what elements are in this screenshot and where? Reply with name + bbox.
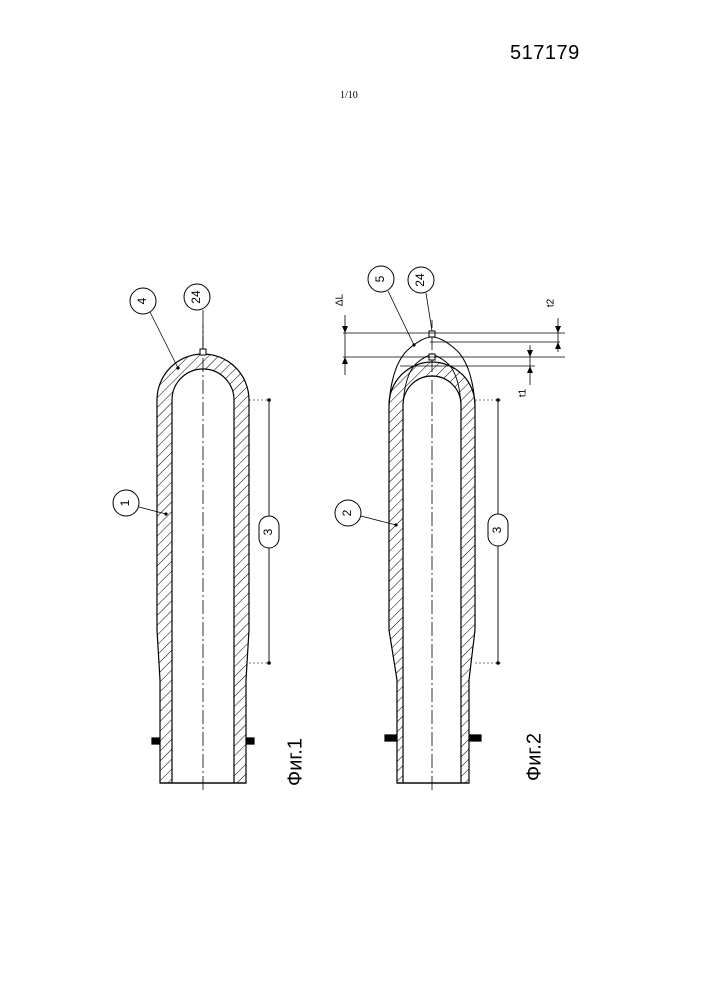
ref-label-24-fig2: 24 (413, 273, 427, 287)
ref-label-2: 2 (340, 509, 354, 516)
ref-label-3-fig2: 3 (490, 526, 504, 533)
ref-label-1: 1 (118, 499, 132, 506)
figure-1: 3 1 4 24 Фиг.1 (113, 284, 306, 790)
figure-2: ΔL t2 t1 3 2 5 (335, 266, 565, 790)
gate-nub-1 (200, 349, 206, 355)
ref-label-24-fig1: 24 (189, 290, 203, 304)
ref-label-3-fig1: 3 (261, 528, 275, 535)
figure-2-caption: Фиг.2 (523, 733, 545, 781)
delta-l-label: ΔL (335, 293, 346, 306)
figure-1-caption: Фиг.1 (284, 738, 306, 786)
gate-nub-2-outer (429, 331, 435, 337)
ref-label-4: 4 (135, 297, 149, 304)
ref-label-5: 5 (373, 275, 387, 282)
t2-label: t2 (546, 298, 557, 307)
t1-label: t1 (518, 388, 529, 397)
